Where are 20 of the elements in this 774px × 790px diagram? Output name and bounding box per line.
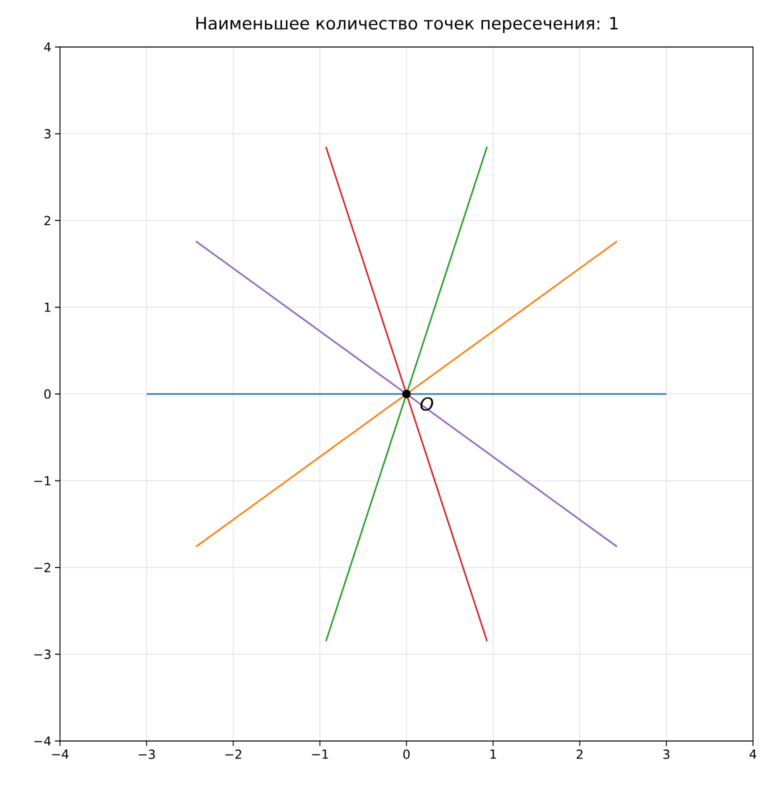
- x-tick-label: −2: [225, 750, 242, 759]
- y-tick-label: −1: [34, 476, 50, 486]
- x-tick-label: 1: [490, 750, 496, 759]
- y-tick-label: 1: [44, 302, 50, 312]
- x-tick-label: 2: [576, 750, 582, 759]
- y-tick-label: −3: [34, 650, 50, 659]
- x-tick-label: 3: [663, 750, 670, 759]
- x-tick-label: 0: [403, 750, 410, 759]
- y-tick-label: 4: [44, 42, 51, 52]
- chart-title: Наименьшее количество точек пересечения: 1: [196, 17, 618, 33]
- y-tick-label: 0: [44, 389, 51, 399]
- x-tick-label: −3: [138, 750, 155, 759]
- x-tick-label: −4: [52, 750, 69, 759]
- y-tick-label: 3: [44, 129, 50, 138]
- annotation: O: [420, 397, 434, 411]
- y-tick-label: 2: [44, 216, 50, 226]
- x-tick-label: −1: [312, 750, 328, 759]
- y-tick-label: −4: [34, 736, 51, 746]
- x-tick-label: 4: [750, 750, 756, 759]
- y-tick-label: −2: [34, 562, 50, 572]
